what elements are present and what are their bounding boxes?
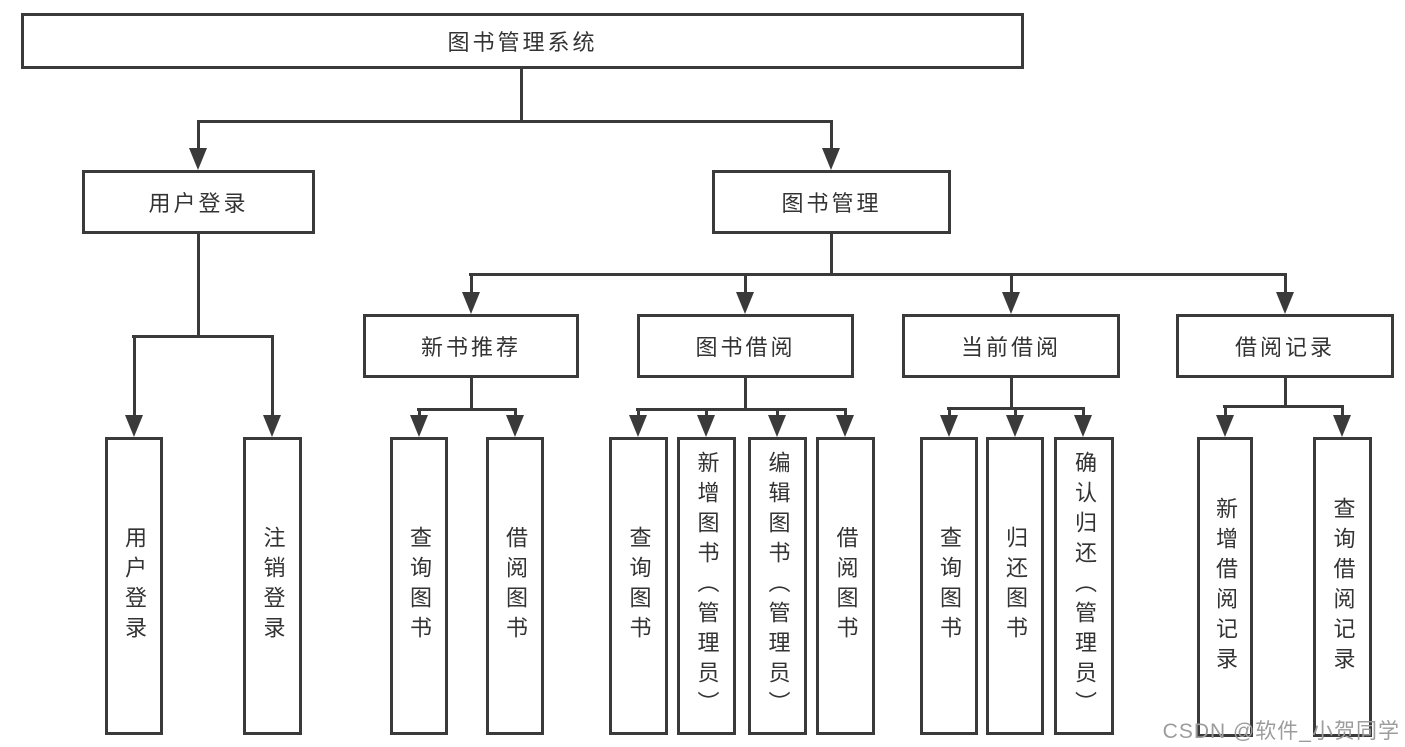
- leaf-query-books-recommend: 查询图书: [390, 437, 448, 735]
- leaf-label: 确认归还（管理员）: [1072, 451, 1097, 721]
- arrowhead-down-icon: [410, 415, 428, 437]
- arrowhead-down-icon: [1216, 415, 1234, 437]
- connector-line: [133, 335, 136, 415]
- leaf-add-book-admin: 新增图书（管理员）: [677, 437, 736, 735]
- leaf-label: 新增借阅记录: [1213, 497, 1238, 677]
- leaf-user-login: 用户登录: [105, 437, 163, 735]
- connector-line: [514, 408, 517, 416]
- leaf-borrow-books-recommend: 借阅图书: [486, 437, 544, 735]
- leaf-query-borrow-record: 查询借阅记录: [1313, 437, 1372, 737]
- node-book-management: 图书管理: [712, 170, 951, 234]
- leaf-label: 归还图书: [1003, 526, 1028, 646]
- arrowhead-down-icon: [1276, 292, 1294, 314]
- arrowhead-down-icon: [1006, 415, 1024, 437]
- arrowhead-down-icon: [189, 148, 207, 170]
- node-label: 图书管理: [781, 191, 882, 216]
- node-new-book-recommend: 新书推荐: [363, 314, 579, 378]
- connector-line: [1284, 273, 1287, 292]
- arrowhead-down-icon: [736, 292, 754, 314]
- connector-line: [197, 120, 833, 123]
- node-borrow-records: 借阅记录: [1176, 314, 1394, 378]
- connector-line: [1010, 273, 1013, 292]
- node-user-login: 用户登录: [82, 170, 315, 234]
- node-label: 新书推荐: [420, 335, 521, 360]
- node-label: 图书借阅: [695, 335, 796, 360]
- leaf-query-books-borrow: 查询图书: [609, 437, 668, 735]
- connector-line: [1010, 378, 1013, 407]
- arrowhead-down-icon: [263, 415, 281, 437]
- connector-line: [844, 408, 847, 416]
- arrowhead-down-icon: [1333, 415, 1351, 437]
- arrowhead-down-icon: [462, 292, 480, 314]
- connector-line: [417, 408, 517, 411]
- connector-line: [1014, 407, 1017, 416]
- arrowhead-down-icon: [506, 415, 524, 437]
- node-root: 图书管理系统: [21, 13, 1024, 69]
- leaf-label: 借阅图书: [503, 526, 528, 646]
- connector-line: [197, 120, 200, 148]
- node-label: 用户登录: [148, 191, 249, 216]
- leaf-label: 查询图书: [407, 526, 432, 646]
- leaf-label: 编辑图书（管理员）: [765, 451, 791, 721]
- leaf-confirm-return-admin: 确认归还（管理员）: [1054, 437, 1114, 735]
- connector-line: [470, 273, 473, 292]
- leaf-label: 注销登录: [260, 526, 286, 646]
- node-root-label: 图书管理系统: [447, 30, 598, 55]
- node-label: 借阅记录: [1234, 335, 1335, 360]
- leaf-return-book: 归还图书: [986, 437, 1044, 735]
- connector-line: [1341, 405, 1344, 416]
- leaf-label: 新增图书（管理员）: [694, 451, 720, 721]
- leaf-label: 用户登录: [122, 526, 147, 646]
- connector-line: [637, 408, 640, 416]
- connector-line: [197, 234, 200, 335]
- connector-line: [1082, 407, 1085, 416]
- connector-line: [636, 408, 847, 411]
- connector-line: [1224, 405, 1227, 416]
- leaf-label: 查询图书: [626, 526, 652, 646]
- connector-line: [1284, 378, 1287, 405]
- watermark: CSDN @软件_小贺同学: [1162, 720, 1400, 743]
- arrowhead-down-icon: [836, 415, 854, 437]
- connector-line: [271, 335, 274, 415]
- connector-line: [830, 120, 833, 148]
- node-book-borrow: 图书借阅: [637, 314, 854, 378]
- node-label: 当前借阅: [960, 335, 1061, 360]
- arrowhead-down-icon: [697, 415, 715, 437]
- leaf-borrow-books: 借阅图书: [816, 437, 875, 735]
- connector-line: [744, 273, 747, 292]
- connector-line: [418, 408, 421, 416]
- connector-line: [776, 408, 779, 416]
- arrowhead-down-icon: [768, 415, 786, 437]
- leaf-query-books-current: 查询图书: [920, 437, 978, 735]
- connector-line: [948, 407, 951, 416]
- connector-line: [830, 234, 833, 273]
- arrowhead-down-icon: [1002, 292, 1020, 314]
- arrowhead-down-icon: [1074, 415, 1092, 437]
- arrowhead-down-icon: [125, 415, 143, 437]
- leaf-label: 借阅图书: [833, 526, 859, 646]
- connector-line: [132, 335, 274, 338]
- connector-line: [744, 378, 747, 409]
- leaf-edit-book-admin: 编辑图书（管理员）: [748, 437, 807, 735]
- arrowhead-down-icon: [940, 415, 958, 437]
- leaf-label: 查询借阅记录: [1330, 497, 1356, 677]
- leaf-add-borrow-record: 新增借阅记录: [1197, 437, 1253, 737]
- connector-line: [470, 378, 473, 409]
- leaf-logout: 注销登录: [243, 437, 302, 735]
- leaf-label: 查询图书: [937, 526, 962, 646]
- arrowhead-down-icon: [822, 148, 840, 170]
- arrowhead-down-icon: [629, 415, 647, 437]
- connector-line: [1223, 405, 1344, 408]
- connector-line: [469, 273, 1287, 276]
- connector-line: [520, 69, 523, 120]
- node-current-borrow: 当前借阅: [902, 314, 1120, 378]
- connector-line: [705, 408, 708, 416]
